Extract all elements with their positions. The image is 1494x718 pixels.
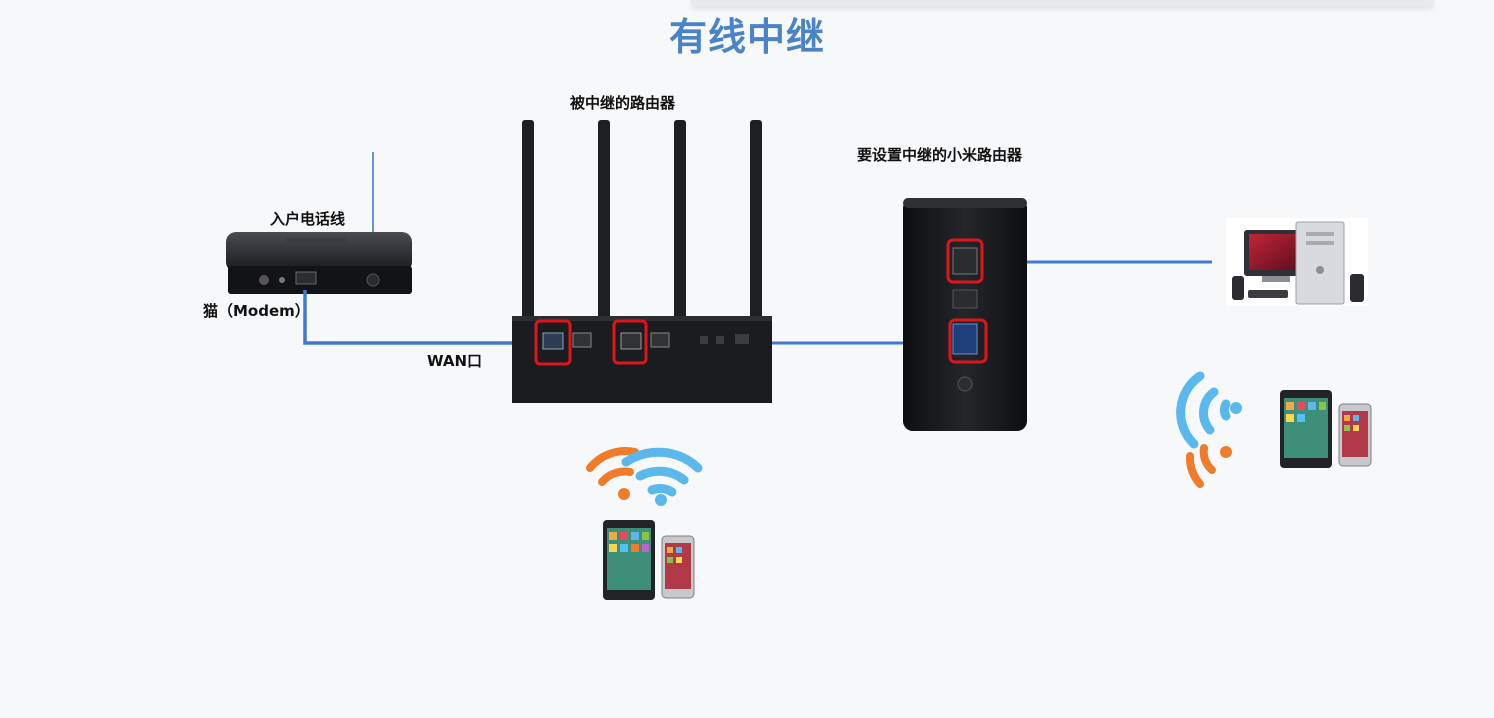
xiaomi-router-device (903, 198, 1027, 431)
wan-port-label: WAN口 (427, 352, 483, 370)
xiaomi-wan-port-highlight (948, 318, 988, 364)
window-top-edge (690, 0, 1435, 6)
modem-to-wan-cable (303, 290, 552, 345)
main-router-device (512, 120, 772, 403)
modem-label: 猫（Modem） (203, 302, 310, 320)
lan-port-highlight (612, 319, 648, 365)
xiaomi-lan-port-highlight (946, 238, 984, 284)
xiaomi-router-label: 要设置中继的小米路由器 (857, 146, 1023, 164)
phone-icon (661, 535, 695, 599)
desktop-computer-icon (1226, 218, 1368, 306)
phone-line-label: 入户电话线 (270, 210, 346, 228)
wifi-signal-icon-2 (1176, 371, 1242, 488)
main-router-label: 被中继的路由器 (570, 94, 676, 112)
tablet-icon (603, 520, 655, 600)
tablet-icon-2 (1280, 390, 1332, 468)
diagram-title: 有线中继 (668, 14, 825, 59)
modem-device (226, 232, 412, 294)
wifi-signal-icon (586, 447, 703, 506)
phone-icon-2 (1338, 403, 1372, 467)
wan-port-highlight (534, 319, 572, 366)
